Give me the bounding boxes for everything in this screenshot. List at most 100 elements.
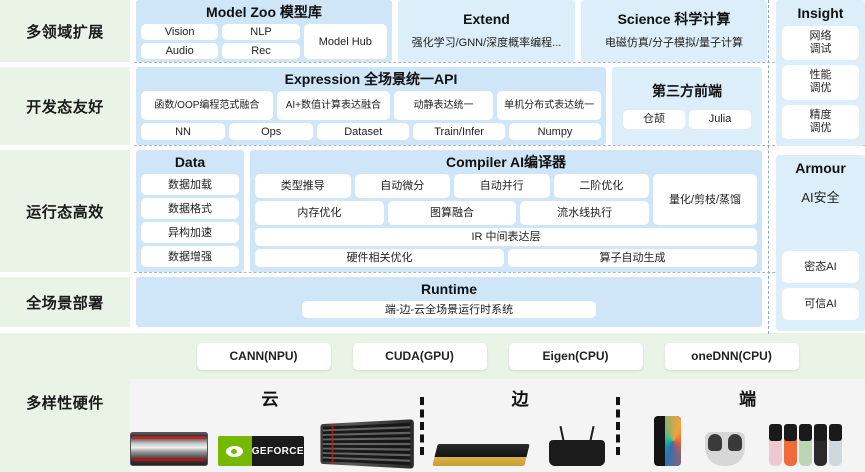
row-body-dev-friendly: Expression 全场景统一API 函数/OOP编程范式融合 AI+数值计算… — [130, 67, 865, 145]
panel-title-armour: Armour — [795, 160, 846, 176]
chip-train-infer[interactable]: Train/Infer — [413, 123, 506, 140]
server-rack-icon — [320, 419, 414, 469]
row-dev-friendly: 开发态友好 Expression 全场景统一API 函数/OOP编程范式融合 A… — [0, 67, 865, 145]
panel-subtitle-armour: AI安全 — [801, 190, 840, 205]
panel-insight[interactable]: Insight 网络调试 性能调优 精度调优 — [776, 0, 865, 146]
panel-title-runtime: Runtime — [421, 281, 477, 297]
row-body-multi-domain: Model Zoo 模型库 Vision Audio NLP Rec Model… — [130, 0, 865, 62]
chip-model-hub[interactable]: Model Hub — [303, 24, 387, 59]
chip-nlp[interactable]: NLP — [222, 24, 300, 40]
chip-second-order-opt[interactable]: 二阶优化 — [553, 174, 649, 198]
chip-vision[interactable]: Vision — [141, 24, 219, 40]
panel-compiler[interactable]: Compiler AI编译器 类型推导 自动微分 自动并行 二阶优化 内存优化 … — [250, 150, 762, 272]
row-multi-domain: 多领域扩展 Model Zoo 模型库 Vision Audio NLP Rec… — [0, 0, 865, 62]
row-label-multi-domain: 多领域扩展 — [0, 0, 130, 62]
chip-graph-kernel-fusion[interactable]: 图算融合 — [387, 201, 517, 225]
panel-extend[interactable]: Extend 强化学习/GNN/深度概率编程... — [398, 0, 575, 62]
row-body-hardware: CANN(NPU) CUDA(GPU) Eigen(CPU) oneDNN(CP… — [130, 333, 865, 472]
backend-chip-band: CANN(NPU) CUDA(GPU) Eigen(CPU) oneDNN(CP… — [130, 333, 865, 379]
accelerator-card-icon — [432, 444, 530, 466]
panel-data[interactable]: Data 数据加载 数据格式 异构加速 数据增强 — [136, 150, 244, 272]
panel-title-model-zoo: Model Zoo 模型库 — [206, 4, 322, 20]
chip-accuracy-tuning[interactable]: 精度调优 — [782, 104, 859, 139]
chip-memory-opt[interactable]: 内存优化 — [255, 201, 384, 225]
chip-onednn-cpu[interactable]: oneDNN(CPU) — [664, 342, 799, 370]
chip-data-augment[interactable]: 数据增强 — [141, 246, 239, 267]
panel-expression[interactable]: Expression 全场景统一API 函数/OOP编程范式融合 AI+数值计算… — [136, 67, 606, 145]
row-gap-3 — [0, 272, 865, 277]
chip-pipeline-exec[interactable]: 流水线执行 — [520, 201, 650, 225]
chip-nn[interactable]: NN — [141, 123, 226, 140]
panel-title-data: Data — [174, 154, 206, 170]
architecture-diagram: 多领域扩展 Model Zoo 模型库 Vision Audio NLP Rec… — [0, 0, 865, 462]
chip-operator-autogen[interactable]: 算子自动生成 — [508, 249, 757, 267]
chip-hw-specific-opt[interactable]: 硬件相关优化 — [255, 249, 504, 267]
chip-oop-fusion[interactable]: 函数/OOP编程范式融合 — [141, 91, 273, 120]
chip-ir-layer[interactable]: IR 中间表达层 — [255, 228, 757, 246]
nvidia-geforce-logo: GEFORCE — [218, 436, 304, 466]
chip-dynamic-static[interactable]: 动静表达统一 — [393, 91, 494, 120]
chip-dataset[interactable]: Dataset — [317, 123, 410, 140]
smartphone-icon — [653, 416, 681, 466]
chip-auto-parallel[interactable]: 自动并行 — [454, 174, 550, 198]
chip-cangjie[interactable]: 仓颉 — [623, 109, 685, 129]
chip-ops[interactable]: Ops — [229, 123, 314, 140]
server-icon — [130, 432, 208, 466]
row-body-deploy: Runtime 端-边-云全场景运行时系统 — [130, 277, 865, 327]
panel-runtime[interactable]: Runtime 端-边-云全场景运行时系统 — [136, 277, 762, 327]
geforce-wordmark: GEFORCE — [251, 436, 304, 466]
nvidia-eye-icon — [218, 436, 252, 466]
earbuds-icon — [704, 432, 745, 466]
row-body-runtime-efficient: Data 数据加载 数据格式 异构加速 数据增强 Compiler AI编译器 … — [130, 150, 865, 272]
chip-data-load[interactable]: 数据加载 — [141, 174, 239, 195]
panel-subtitle-extend: 强化学习/GNN/深度概率编程... — [411, 37, 562, 49]
row-gap-2 — [0, 145, 865, 150]
panel-armour[interactable]: Armour AI安全 密态AI 可信AI — [776, 155, 865, 331]
row-label-diverse-hardware: 多样性硬件 — [0, 333, 130, 472]
chip-network-debug[interactable]: 网络调试 — [782, 26, 859, 61]
panel-title-extend: Extend — [463, 11, 510, 27]
panel-model-zoo[interactable]: Model Zoo 模型库 Vision Audio NLP Rec Model… — [136, 0, 392, 62]
chip-cann-npu[interactable]: CANN(NPU) — [196, 342, 331, 370]
hardware-group-title-edge: 边 — [511, 390, 529, 409]
row-label-full-scenario-deploy: 全场景部署 — [0, 277, 130, 327]
panel-title-compiler: Compiler AI编译器 — [445, 154, 567, 170]
panel-title-expression: Expression 全场景统一API — [284, 71, 458, 87]
panel-third-party-frontend[interactable]: 第三方前端 仓颉 Julia — [612, 67, 762, 145]
hardware-group-cloud: 云 GEFORCE — [130, 379, 414, 472]
chip-runtime-system[interactable]: 端-边-云全场景运行时系统 — [302, 301, 596, 318]
smartwatch-band-icon — [768, 424, 842, 466]
hardware-device-band: 云 GEFORCE 边 — [130, 379, 865, 472]
row-gap-1 — [0, 62, 865, 67]
chip-audio[interactable]: Audio — [141, 43, 219, 59]
router-icon — [549, 440, 606, 466]
chip-auto-diff[interactable]: 自动微分 — [354, 174, 450, 198]
hardware-group-device: 端 — [630, 379, 865, 472]
row-gap-4 — [0, 327, 865, 333]
chip-cuda-gpu[interactable]: CUDA(GPU) — [352, 342, 487, 370]
chip-perf-tuning[interactable]: 性能调优 — [782, 65, 859, 100]
row-label-runtime-efficient: 运行态高效 — [0, 150, 130, 272]
chip-trusted-ai[interactable]: 可信AI — [782, 288, 859, 320]
chip-hetero-accel[interactable]: 异构加速 — [141, 222, 239, 243]
chip-quant-prune-distill[interactable]: 量化/剪枝/蒸馏 — [653, 174, 757, 225]
chip-rec[interactable]: Rec — [222, 43, 300, 59]
chip-data-format[interactable]: 数据格式 — [141, 198, 239, 219]
dashed-separator-3 — [134, 272, 865, 273]
right-rail: Insight 网络调试 性能调优 精度调优 Armour AI安全 密态AI … — [768, 0, 865, 334]
row-label-dev-friendly: 开发态友好 — [0, 67, 130, 145]
chip-numpy[interactable]: Numpy — [509, 123, 601, 140]
chip-type-inference[interactable]: 类型推导 — [255, 174, 351, 198]
panel-title-science: Science 科学计算 — [617, 11, 731, 27]
chip-ai-numeric[interactable]: AI+数值计算表达融合 — [276, 91, 390, 120]
chip-confidential-ai[interactable]: 密态AI — [782, 251, 859, 283]
chip-julia[interactable]: Julia — [689, 109, 751, 129]
chip-distributed[interactable]: 单机分布式表达统一 — [497, 91, 601, 120]
hardware-group-edge: 边 — [432, 379, 606, 472]
panel-science[interactable]: Science 科学计算 电磁仿真/分子模拟/量子计算 — [581, 0, 767, 62]
hardware-divider-1 — [420, 396, 424, 455]
panel-subtitle-science: 电磁仿真/分子模拟/量子计算 — [604, 37, 744, 49]
hardware-divider-2 — [616, 396, 621, 455]
row-full-scenario-deploy: 全场景部署 Runtime 端-边-云全场景运行时系统 — [0, 277, 865, 327]
chip-eigen-cpu[interactable]: Eigen(CPU) — [508, 342, 643, 370]
